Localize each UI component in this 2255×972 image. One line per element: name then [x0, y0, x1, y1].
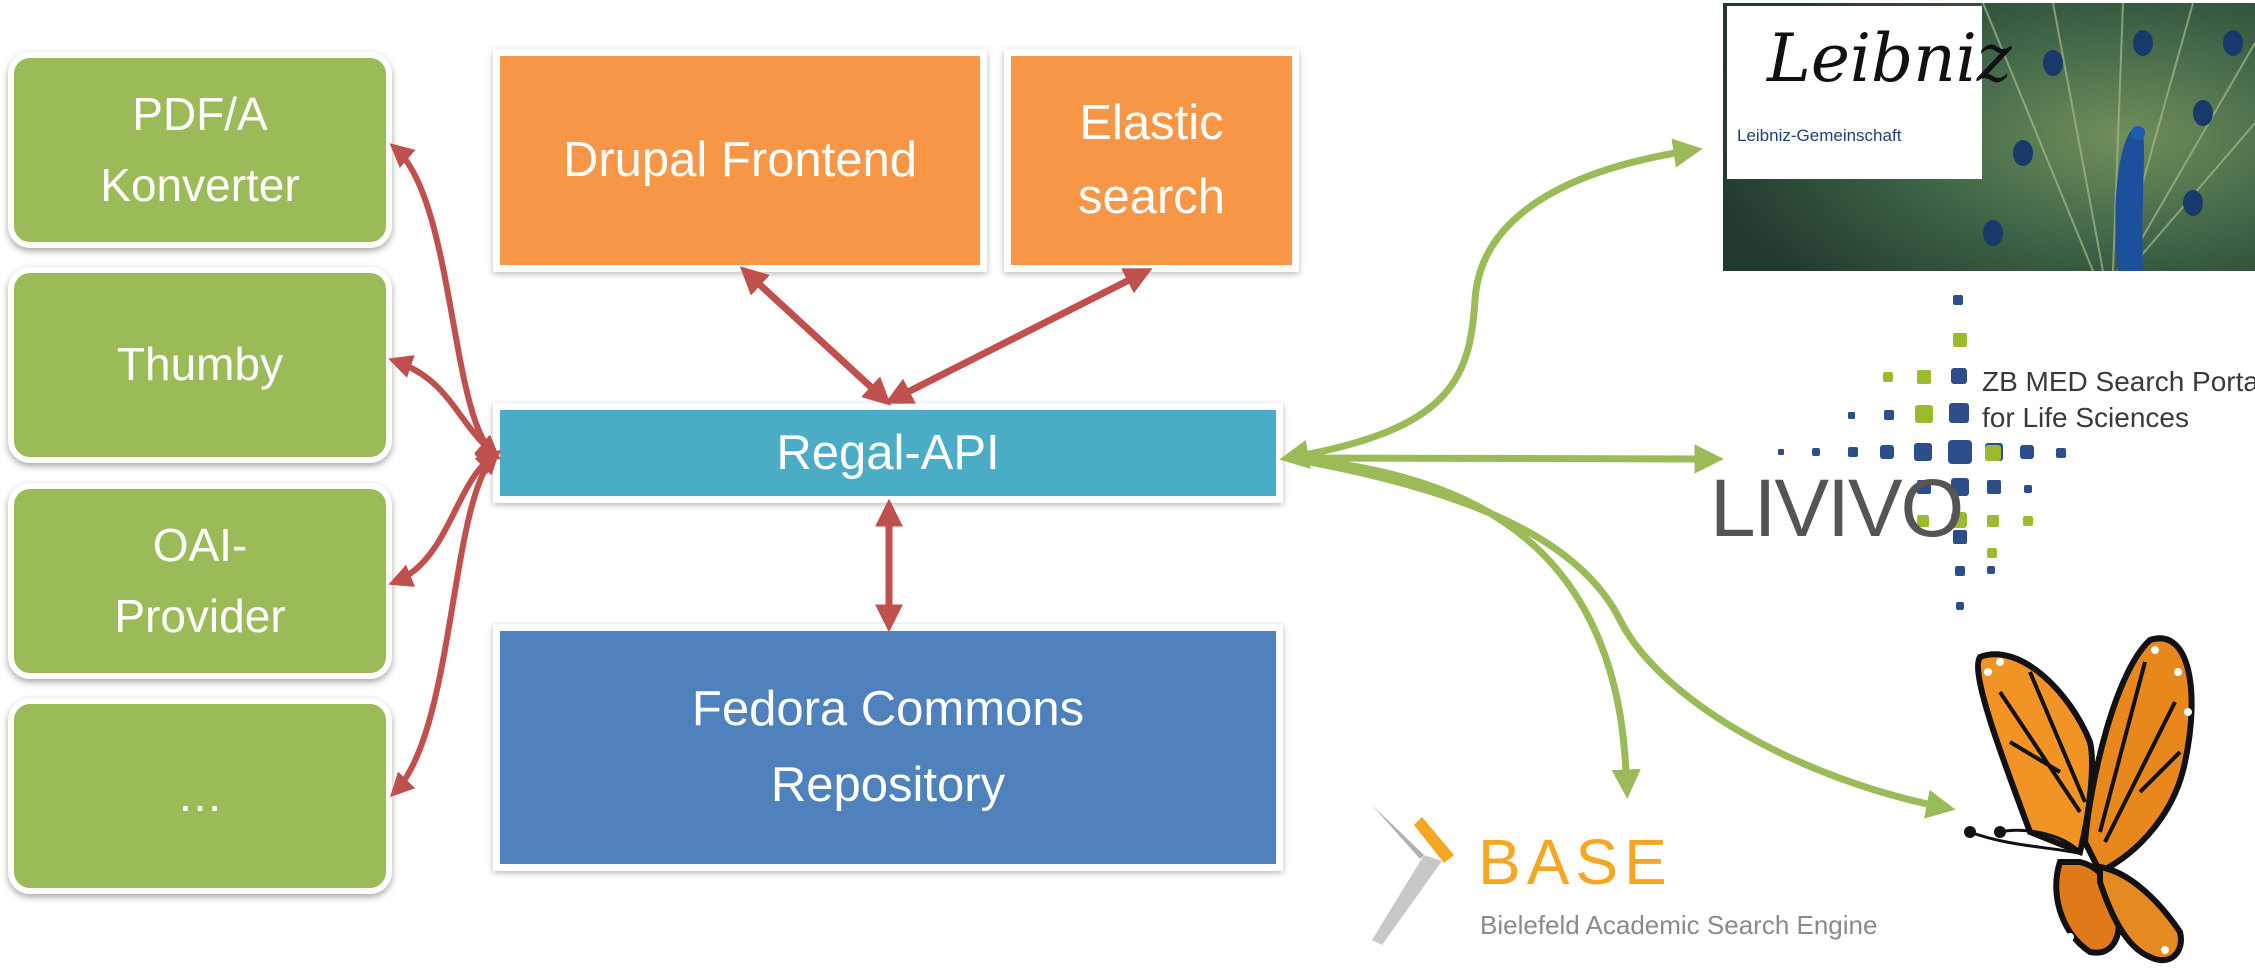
livivo-tagline-line2: for Life Sciences — [1982, 402, 2189, 433]
livivo-wordmark: LIVIVO — [1710, 463, 1964, 554]
leibniz-logo-panel: Leibniz Leibniz-Gemeinschaft — [1727, 6, 2012, 179]
arrow-regal-base — [1287, 454, 1641, 799]
arrow-elastic-regal — [884, 268, 1153, 404]
arrow-regal-thumby — [388, 355, 501, 460]
arrow-regal-leibniz — [1279, 138, 1703, 469]
arrow-regal-butterfly — [1287, 454, 1956, 819]
base-chevron-icon — [1372, 805, 1454, 945]
base-wordmark: BASE — [1478, 826, 1673, 898]
arrow-regal-pdfa — [389, 143, 501, 460]
portal-arrows — [1279, 138, 1956, 819]
leibniz-caption: Leibniz-Gemeinschaft — [1737, 126, 1902, 145]
base-caption: Bielefeld Academic Search Engine — [1480, 910, 1878, 940]
drupal-frontend-box: Drupal Frontend — [493, 49, 987, 272]
fedora-repository-box: Fedora Commons Repository — [493, 624, 1283, 871]
service-pdfa-konverter: PDF/A Konverter — [8, 52, 392, 248]
leibniz-image: Leibniz Leibniz-Gemeinschaft — [1723, 3, 2255, 271]
base-logo: BASE Bielefeld Academic Search Engine — [1362, 795, 1902, 945]
livivo-tagline-line1: ZB MED Search Portal — [1982, 366, 2255, 397]
service-oai-provider: OAI- Provider — [8, 483, 392, 679]
service-arrows — [388, 143, 502, 798]
livivo-logo: ZB MED Search Portal for Life Sciences L… — [1710, 290, 2255, 625]
leibniz-signature: Leibniz — [1767, 20, 2012, 97]
service-more: … — [8, 698, 392, 894]
elasticsearch-box: Elastic search — [1004, 49, 1299, 272]
arrow-drupal-regal — [739, 266, 892, 406]
arrow-regal-livivo — [1287, 444, 1724, 474]
livivo-dot-pattern — [1778, 295, 2066, 610]
butterfly-image — [1964, 635, 2195, 964]
arrow-regal-more — [390, 449, 501, 798]
